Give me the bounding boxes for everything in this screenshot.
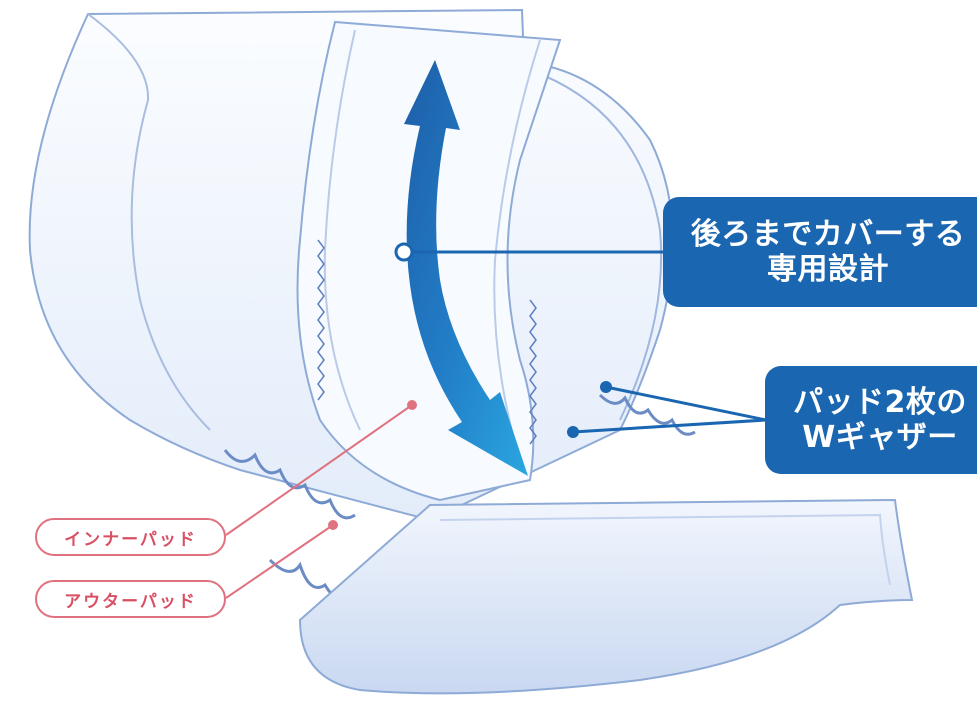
leader-line-inner [225, 404, 413, 536]
leader-dot-outer [328, 520, 338, 530]
leader-line-gather-2 [572, 418, 767, 434]
coverage-arrow [404, 60, 528, 476]
left-gathers [223, 449, 356, 520]
left-side-flap [87, 13, 211, 431]
zigzag-left [317, 239, 325, 401]
callout-gather-line1: パッド2枚の [793, 384, 967, 420]
leader-dot-gather-1 [600, 381, 612, 393]
callout-cover-design: 後ろまでカバーする 専用設計 [663, 197, 977, 307]
callout-w-gather: パッド2枚の Wギャザー [765, 366, 977, 474]
inner-pad-stripe-right [493, 39, 541, 461]
zigzag-right [529, 299, 537, 445]
right-gathers [598, 393, 696, 436]
inner-pad-stripe-left [323, 29, 361, 431]
label-inner-pad: インナーパッド [35, 518, 226, 556]
leader-dot-inner [407, 400, 417, 410]
leader-dot-gather-2 [567, 426, 579, 438]
leader-line-gather-1 [605, 385, 767, 422]
front-pad-inner-line [439, 513, 891, 586]
callout-gather-line2: Wギャザー [802, 420, 958, 455]
label-inner-pad-text: インナーパッド [64, 529, 197, 550]
callout-cover-line2: 専用設計 [767, 252, 889, 287]
right-back-panel [529, 69, 663, 421]
callout-cover-line1: 後ろまでカバーする [690, 216, 966, 252]
label-outer-pad-text: アウターパッド [64, 591, 197, 612]
leader-dot-cover [394, 242, 414, 262]
label-outer-pad: アウターパッド [35, 580, 226, 618]
front-pad-flap [298, 498, 914, 695]
leader-line-outer [225, 524, 334, 599]
